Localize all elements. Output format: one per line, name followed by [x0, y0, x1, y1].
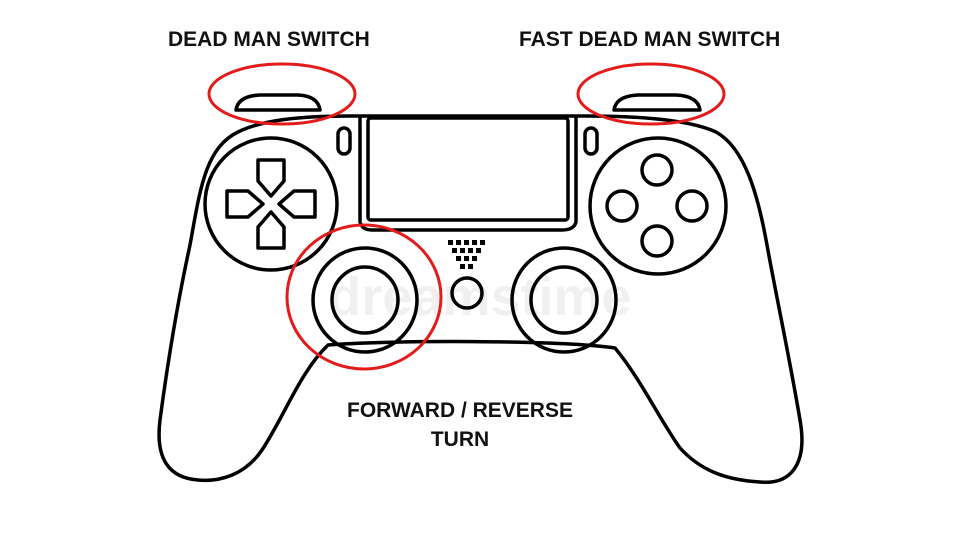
dpad-up	[256, 158, 286, 198]
face-button-top	[640, 153, 674, 187]
dead-man-switch-label: DEAD MAN SWITCH	[168, 28, 370, 51]
face-button-right	[675, 189, 709, 223]
face-button-bottom	[640, 224, 674, 258]
dpad-well	[203, 136, 339, 272]
dpad-right	[277, 189, 317, 219]
left-bumper	[234, 93, 322, 112]
face-button-left	[605, 189, 639, 223]
right-stick-outer	[510, 246, 618, 354]
right-bumper-highlight	[576, 62, 726, 126]
left-stick-label: FORWARD / REVERSE TURN	[330, 396, 590, 454]
dpad-down	[256, 210, 286, 250]
right-stick-inner	[529, 265, 599, 335]
home-button	[450, 276, 484, 310]
options-button	[583, 126, 599, 156]
left-bumper-highlight	[207, 62, 357, 126]
right-bumper	[612, 93, 702, 112]
face-buttons-well	[588, 136, 728, 276]
fast-dead-man-switch-label: FAST DEAD MAN SWITCH	[519, 28, 781, 51]
left-stick-highlight	[285, 223, 443, 371]
left-stick-inner	[330, 265, 400, 335]
controller-body	[157, 114, 804, 484]
watermark-text: dreamstime	[328, 267, 631, 327]
left-stick-outer	[311, 246, 419, 354]
left-stick-label-line2: TURN	[430, 428, 490, 451]
left-stick-label-line1: FORWARD / REVERSE	[347, 399, 573, 422]
speaker-grille	[448, 240, 485, 269]
share-button	[336, 126, 352, 156]
touchpad	[366, 116, 570, 222]
dpad-left	[225, 189, 265, 219]
